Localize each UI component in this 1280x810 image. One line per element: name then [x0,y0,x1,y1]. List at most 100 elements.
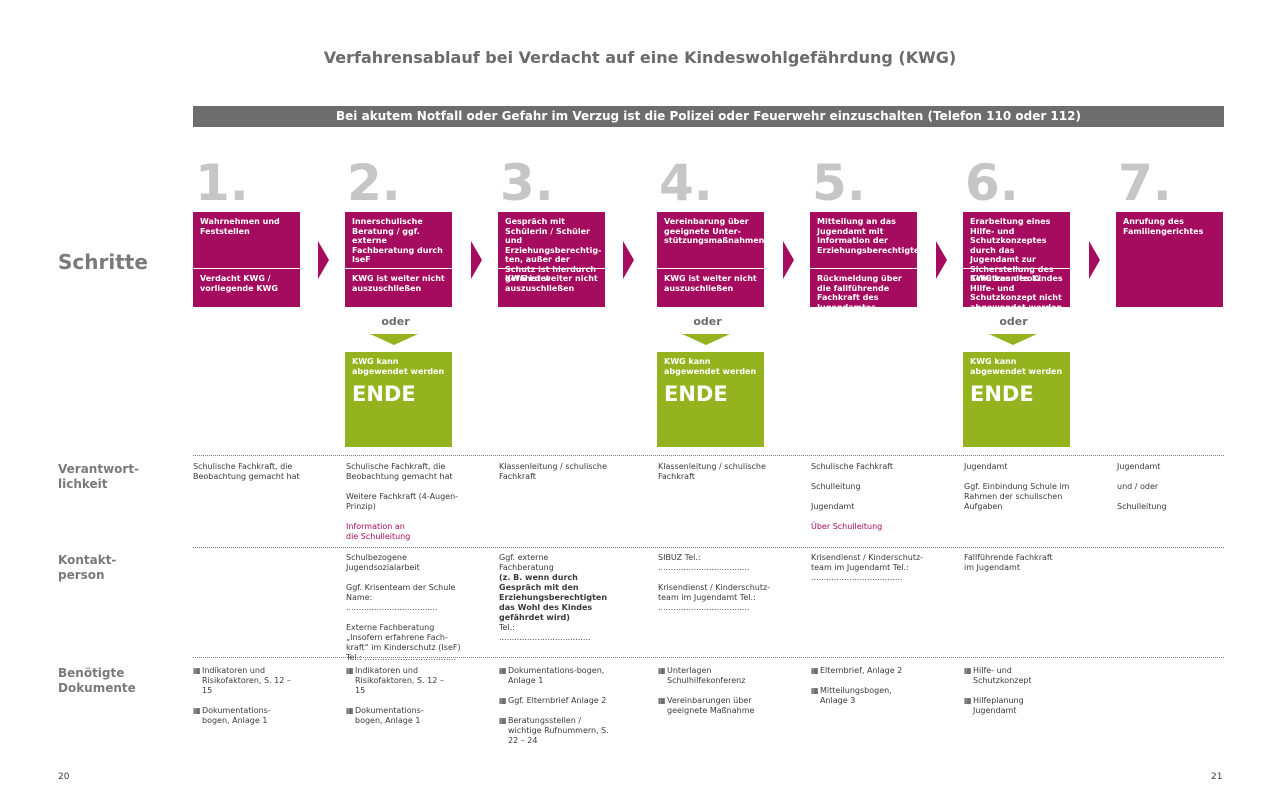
dokumente-cell-5: ▦Elternbrief, Anlage 2 ▦Mitteilungsbogen… [811,666,911,716]
document-icon: ▦ [658,666,666,675]
step-number-2: 2. [347,154,401,212]
verantwortlichkeit-cell-1: Schulische Fachkraft, die Beobachtung ge… [193,462,303,492]
document-icon: ▦ [499,696,507,705]
step-card-result: Verdacht KWG / vorliegende KWG [200,274,278,293]
arrow-right-icon [783,241,794,279]
verantwortlichkeit-cell-3: Klassenleitung / schulische Fachkraft [499,462,614,492]
cell-text: Jugendamt [964,462,1008,471]
step-card-result: KWG ist weiter nicht auszuschließen [505,274,598,293]
verantwortlichkeit-cell-7: Jugendamt und / oder Schulleitung [1117,462,1222,522]
document-item: ▦Ggf. Elternbrief Anlage 2 [499,696,609,706]
document-icon: ▦ [193,666,201,675]
row-divider [193,547,1224,548]
document-icon: ▦ [964,696,972,705]
oder-label: oder [693,315,722,328]
verantwortlichkeit-cell-2: Schulische Fachkraft, die Beobachtung ge… [346,462,461,552]
arrow-right-icon [1089,241,1100,279]
ende-text: KWG kann abgewendet werden [970,357,1063,376]
document-label: Mitteilungsbogen, Anlage 3 [820,686,892,705]
cell-text: Schulische Fachkraft, die Beobachtung ge… [193,462,300,481]
cell-text: Schulische Fachkraft [811,462,894,471]
row-label-kontaktperson: Kontakt- person [58,553,116,583]
arrow-down-icon [682,334,730,345]
document-icon: ▦ [346,666,354,675]
document-label: Indikatoren und Risikofaktoren, S. 12 – … [202,666,291,695]
cell-text: Schulleitung [811,482,861,491]
step-number-4: 4. [659,154,713,212]
document-item: ▦Hilfeplanung Jugendamt [964,696,1054,716]
label-line: Dokumente [58,681,136,695]
emergency-banner: Bei akutem Notfall oder Gefahr im Verzug… [193,106,1224,127]
ende-box-6: KWG kann abgewendet werden ENDE [963,352,1070,447]
oder-label: oder [381,315,410,328]
row-divider [193,657,1224,658]
ende-box-2: KWG kann abgewendet werden ENDE [345,352,452,447]
document-label: Dokumentations-bogen, Anlage 1 [508,666,605,685]
card-divider [963,268,1070,269]
cell-text: Ggf. externe Fachberatung [499,553,554,572]
ende-label: ENDE [970,382,1034,406]
label-line: Verantwort- [58,462,140,476]
document-label: Elternbrief, Anlage 2 [820,666,903,675]
cell-text: Klassenleitung / schulische Fachkraft [499,462,607,481]
ende-text: KWG kann abgewendet werden [664,357,757,376]
dokumente-cell-1: ▦Indikatoren und Risikofaktoren, S. 12 –… [193,666,293,736]
cell-text: Weitere Fachkraft (4-Augen-Prinzip) [346,492,459,511]
step-card-3: Gespräch mit Schülerin / Schüler und Erz… [498,212,605,307]
page-number-right: 21 [1211,772,1223,782]
cell-text: Fallführende Fachkraft im Jugendamt [964,553,1053,572]
step-card-text: Gespräch mit Schülerin / Schüler und Erz… [505,217,602,283]
cell-text: Jugendamt [1117,462,1161,471]
cell-text-highlight: Über Schulleitung [811,522,883,531]
label-line: Benötigte [58,666,125,680]
cell-text: Ggf. Einbindung Schule im Rahmen der sch… [964,482,1070,511]
document-icon: ▦ [499,716,507,725]
page-title: Verfahrensablauf bei Verdacht auf eine K… [323,48,957,67]
verantwortlichkeit-cell-5: Schulische Fachkraft Schulleitung Jugend… [811,462,926,542]
dokumente-cell-6: ▦Hilfe- und Schutzkonzept ▦Hilfeplanung … [964,666,1054,726]
cell-text: Krisendienst / Kinderschutz-team im Juge… [658,583,771,612]
step-card-text: Mitteilung an das Jugendamt mit Informat… [817,217,926,255]
step-number-6: 6. [965,154,1019,212]
document-item: ▦Indikatoren und Risikofaktoren, S. 12 –… [346,666,446,696]
document-label: Dokumentations-bogen, Anlage 1 [202,706,271,725]
document-item: ▦Dokumentations-bogen, Anlage 1 [346,706,446,726]
step-number-3: 3. [500,154,554,212]
step-card-result: KWG ist weiter nicht auszuschließen [664,274,757,293]
cell-text: Schulische Fachkraft, die Beobachtung ge… [346,462,453,481]
row-label-schritte: Schritte [58,250,148,274]
card-divider [345,268,452,269]
ende-label: ENDE [352,382,416,406]
step-card-result: KWG ist weiter nicht auszuschließen [352,274,445,293]
card-divider [810,268,917,269]
label-line: person [58,568,105,582]
document-item: ▦Mitteilungsbogen, Anlage 3 [811,686,911,706]
cell-text: und / oder [1117,482,1159,491]
step-number-1: 1. [195,154,249,212]
document-icon: ▦ [499,666,507,675]
oder-label: oder [999,315,1028,328]
document-icon: ▦ [346,706,354,715]
verantwortlichkeit-cell-4: Klassenleitung / schulische Fachkraft [658,462,773,492]
document-item: ▦Beratungsstellen / wichtige Rufnummern,… [499,716,609,746]
arrow-right-icon [936,241,947,279]
dokumente-cell-2: ▦Indikatoren und Risikofaktoren, S. 12 –… [346,666,446,736]
cell-text: SIBUZ Tel.: ............................… [658,553,750,572]
label-line: Kontakt- [58,553,117,567]
document-item: ▦Hilfe- und Schutzkonzept [964,666,1054,686]
cell-text-highlight: Information an die Schulleitung [346,522,411,541]
document-item: ▦Dokumentations-bogen, Anlage 1 [193,706,293,726]
document-label: Ggf. Elternbrief Anlage 2 [508,696,607,705]
kontakt-cell-6: Fallführende Fachkraft im Jugendamt [964,553,1064,583]
dokumente-cell-4: ▦Unterlagen Schulhilfekonferenz ▦Vereinb… [658,666,773,726]
step-card-5: Mitteilung an das Jugendamt mit Informat… [810,212,926,312]
row-divider [193,455,1224,456]
row-label-verantwortlichkeit: Verantwort- lichkeit [58,462,139,492]
ende-text: KWG kann abgewendet werden [352,357,445,376]
label-line: lichkeit [58,477,108,491]
ende-box-4: KWG kann abgewendet werden ENDE [657,352,764,447]
cell-text: Ggf. Krisenteam der Schule Name: .......… [346,583,456,612]
document-icon: ▦ [658,696,666,705]
document-item: ▦Indikatoren und Risikofaktoren, S. 12 –… [193,666,293,696]
arrow-right-icon [623,241,634,279]
